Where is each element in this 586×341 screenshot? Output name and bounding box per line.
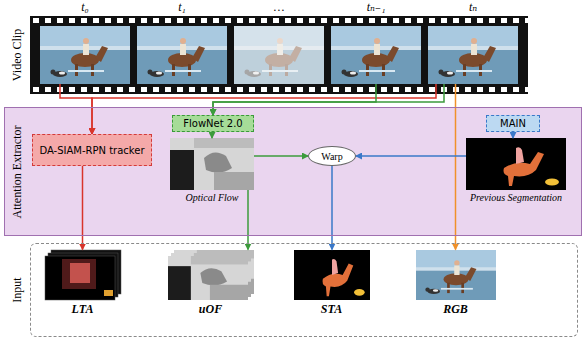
- connector: [213, 84, 444, 115]
- frame-picture: [40, 26, 130, 84]
- flownet-box: FlowNet 2.0: [172, 115, 254, 132]
- connector: [60, 84, 92, 134]
- film-strip: [30, 16, 528, 94]
- image-caption: Previous Segmentation: [470, 192, 562, 203]
- frame-time: t₀: [81, 0, 89, 15]
- frame-picture: [234, 26, 324, 84]
- tracker-box: DA-SIAM-RPN tracker: [32, 134, 152, 166]
- lta-layer: [45, 256, 115, 300]
- connector: [211, 132, 213, 138]
- frame-picture: [137, 26, 227, 84]
- input-image: LTA: [45, 250, 121, 300]
- main-box: MAIN: [486, 115, 540, 132]
- connector: [92, 84, 436, 134]
- connector: [254, 155, 308, 157]
- optical-flow-image: Optical Flow: [170, 138, 254, 190]
- attention-band-fill: [4, 107, 582, 236]
- frame-time: tₙ: [469, 0, 477, 15]
- optical-flow-picture: [170, 138, 254, 190]
- input-region: InputLTAuOFSTARGB: [30, 243, 578, 337]
- warp-ellipse: Warp: [308, 146, 356, 166]
- input-name: RGB: [443, 302, 468, 317]
- box-label: DA-SIAM-RPN tracker: [39, 145, 144, 156]
- side-label: Input: [9, 277, 24, 302]
- frame-fade: [234, 26, 324, 84]
- input-name: uOF: [199, 302, 222, 317]
- frame-picture: [331, 26, 421, 84]
- connector: [356, 155, 466, 157]
- connector: [331, 166, 333, 250]
- rgb-picture: [416, 250, 496, 300]
- box-label: FlowNet 2.0: [183, 118, 242, 129]
- frame-time: t₁: [178, 0, 186, 15]
- lta-dog: [104, 290, 113, 296]
- connector: [213, 84, 376, 115]
- side-label: Video Clip: [10, 29, 25, 81]
- video-frame: …: [234, 26, 324, 84]
- box-label: MAIN: [500, 118, 526, 129]
- video-frame: tₙ: [428, 26, 518, 84]
- input-image: RGB: [416, 250, 496, 300]
- connector: [82, 166, 84, 250]
- connector: [247, 190, 249, 250]
- segmentation-image: Previous Segmentation: [466, 138, 566, 190]
- image-caption: Optical Flow: [185, 192, 238, 203]
- frame-picture: [428, 26, 518, 84]
- attention-band: Attention Extractor DA-SIAM-RPN tracker Fl…: [4, 107, 582, 236]
- input-name: STA: [321, 302, 342, 317]
- input-image: uOF: [168, 250, 254, 300]
- side-label: Attention Extractor: [10, 125, 25, 218]
- connector: [455, 84, 457, 250]
- film-strip: Video Clipt₀t₁…tₙ₋₁tₙ: [30, 16, 528, 94]
- box-label: Warp: [321, 151, 342, 162]
- uof-layer: [168, 256, 248, 300]
- connector: [512, 132, 514, 138]
- lta-box: [62, 259, 96, 289]
- film-holes: [30, 16, 528, 94]
- frame-time: …: [274, 0, 285, 15]
- input-image: STA: [294, 250, 370, 300]
- video-frame: t₁: [137, 26, 227, 84]
- lta-box: [70, 263, 90, 283]
- sta-picture: [294, 250, 370, 300]
- segmentation-picture: [466, 138, 566, 190]
- frame-time: tₙ₋₁: [367, 0, 386, 15]
- video-frame: t₀: [40, 26, 130, 84]
- video-frame: tₙ₋₁: [331, 26, 421, 84]
- input-name: LTA: [72, 302, 94, 317]
